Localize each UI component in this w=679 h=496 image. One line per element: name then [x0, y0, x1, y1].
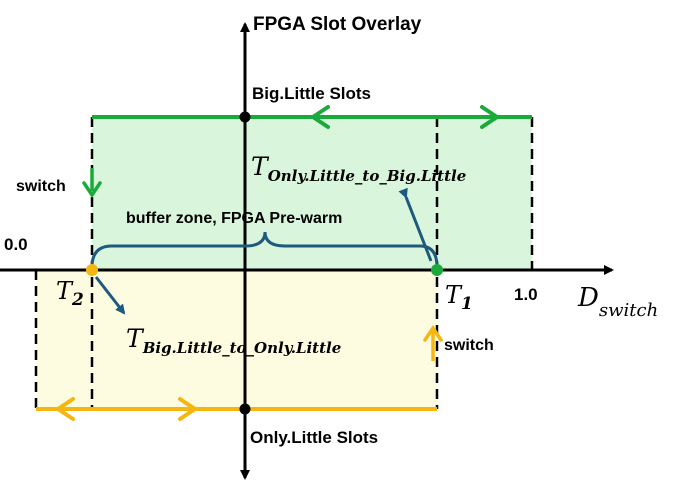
green-left-arrowhead [309, 105, 330, 129]
x-axis-label-main: D [577, 283, 599, 313]
yellow-right-arrowhead [178, 397, 199, 421]
t2-label: T2 [56, 277, 84, 310]
x-axis-label-sub: switch [599, 300, 658, 321]
green-right-arrowhead [480, 105, 501, 129]
t2-label-main: T [56, 277, 74, 305]
to-big-little-label-main: T [251, 152, 270, 181]
big-little-axis-dot [239, 111, 251, 123]
only-little-axis-dot [239, 403, 251, 415]
only-little-slots-label: Only.Little Slots [250, 428, 378, 447]
x-axis-label: Dswitch [577, 283, 658, 321]
to-only-little-pointer [94, 276, 126, 315]
to-big-little-label-sub: Only.Little_to_Big.Little [268, 167, 467, 185]
switch-up-arrowhead [423, 324, 443, 342]
diagram-title: FPGA Slot Overlay [253, 14, 422, 35]
t1-label: T1 [445, 281, 473, 314]
only-little-region [36, 270, 437, 409]
big-little-slots-label: Big.Little Slots [252, 84, 371, 103]
to-big-little-pointer [398, 187, 433, 262]
to-only-little-label-main: T [126, 324, 145, 353]
to-only-little-label-sub: Big.Little_to_Only.Little [142, 339, 342, 357]
to-big-little-label: TOnly.Little_to_Big.Little [251, 152, 466, 185]
t1-label-sub: 1 [461, 294, 473, 314]
x-origin-label: 0.0 [4, 235, 28, 254]
t1-point [431, 264, 443, 276]
switch-bottom-label: switch [444, 337, 494, 354]
switch-top-label: switch [16, 178, 66, 195]
t1-label-main: T [445, 281, 463, 309]
x-one-label: 1.0 [514, 285, 538, 304]
buffer-zone-brace [90, 231, 439, 268]
switch-down-arrowhead [82, 181, 102, 199]
buffer-zone-label: buffer zone, FPGA Pre-warm [126, 210, 342, 227]
t2-label-sub: 2 [71, 290, 84, 310]
t2-point [86, 264, 98, 276]
yellow-left-arrowhead [54, 397, 75, 421]
to-only-little-label: TBig.Little_to_Only.Little [126, 324, 341, 357]
